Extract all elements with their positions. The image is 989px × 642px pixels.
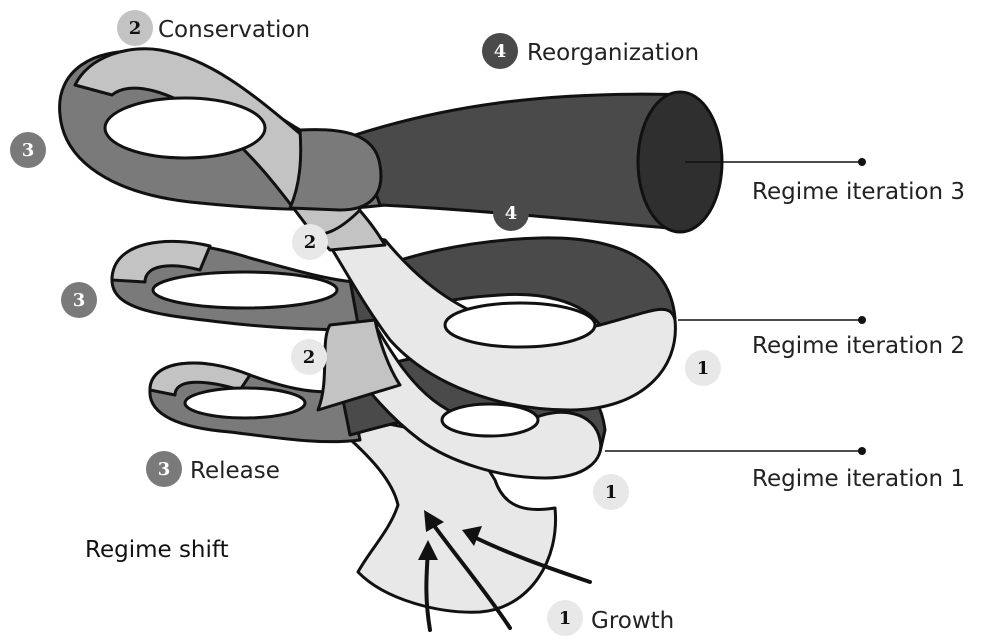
- release-number: 3: [158, 459, 171, 480]
- marker-loop1-conservation-number: 2: [303, 347, 316, 368]
- marker-loop1-growth: 1: [593, 474, 629, 510]
- phase-conservation-badge: 2 Conservation: [117, 10, 310, 46]
- marker-loop2-release-number: 3: [73, 290, 86, 311]
- marker-loop2-release: 3: [61, 282, 97, 318]
- conservation-label: Conservation: [158, 17, 310, 43]
- phase-growth-badge: 1 Growth: [547, 600, 674, 636]
- marker-loop3-reorg: 4: [493, 195, 529, 231]
- marker-loop1-conservation: 2: [291, 339, 327, 375]
- loop3-release-cap: [290, 130, 381, 210]
- leader-dot-iteration-2: [858, 316, 866, 324]
- loop1-front-hole: [442, 404, 538, 436]
- reorganization-number: 4: [494, 41, 507, 62]
- loop3-hole: [105, 98, 265, 158]
- loop-iteration-3: [60, 49, 722, 234]
- marker-loop2-growth: 1: [685, 350, 721, 386]
- marker-loop2-conservation: 2: [292, 224, 328, 260]
- leader-dot-iteration-1: [858, 447, 866, 455]
- loop2-front-hole: [445, 303, 595, 347]
- loop2-hole: [153, 272, 337, 308]
- phase-release-badge: 3 Release: [146, 451, 280, 487]
- growth-number: 1: [559, 608, 572, 629]
- iteration-1-label: Regime iteration 1: [752, 466, 965, 492]
- release-label: Release: [190, 458, 280, 484]
- phase-reorganization-badge: 4 Reorganization: [482, 33, 699, 69]
- leader-dot-iteration-3: [858, 158, 866, 166]
- iteration-2-label: Regime iteration 2: [752, 333, 965, 359]
- growth-label: Growth: [591, 608, 674, 634]
- iteration-3-label: Regime iteration 3: [752, 179, 965, 205]
- marker-loop2-conservation-number: 2: [304, 232, 317, 253]
- marker-loop3-release-number: 3: [22, 140, 35, 161]
- reorganization-label: Reorganization: [527, 40, 699, 66]
- marker-loop2-growth-number: 1: [697, 358, 710, 379]
- loop1-hole: [185, 388, 305, 418]
- marker-loop3-release: 3: [10, 132, 46, 168]
- marker-loop3-reorg-number: 4: [505, 203, 518, 224]
- regime-shift-label: Regime shift: [85, 537, 229, 563]
- conservation-number: 2: [129, 18, 142, 39]
- marker-loop1-growth-number: 1: [605, 482, 618, 503]
